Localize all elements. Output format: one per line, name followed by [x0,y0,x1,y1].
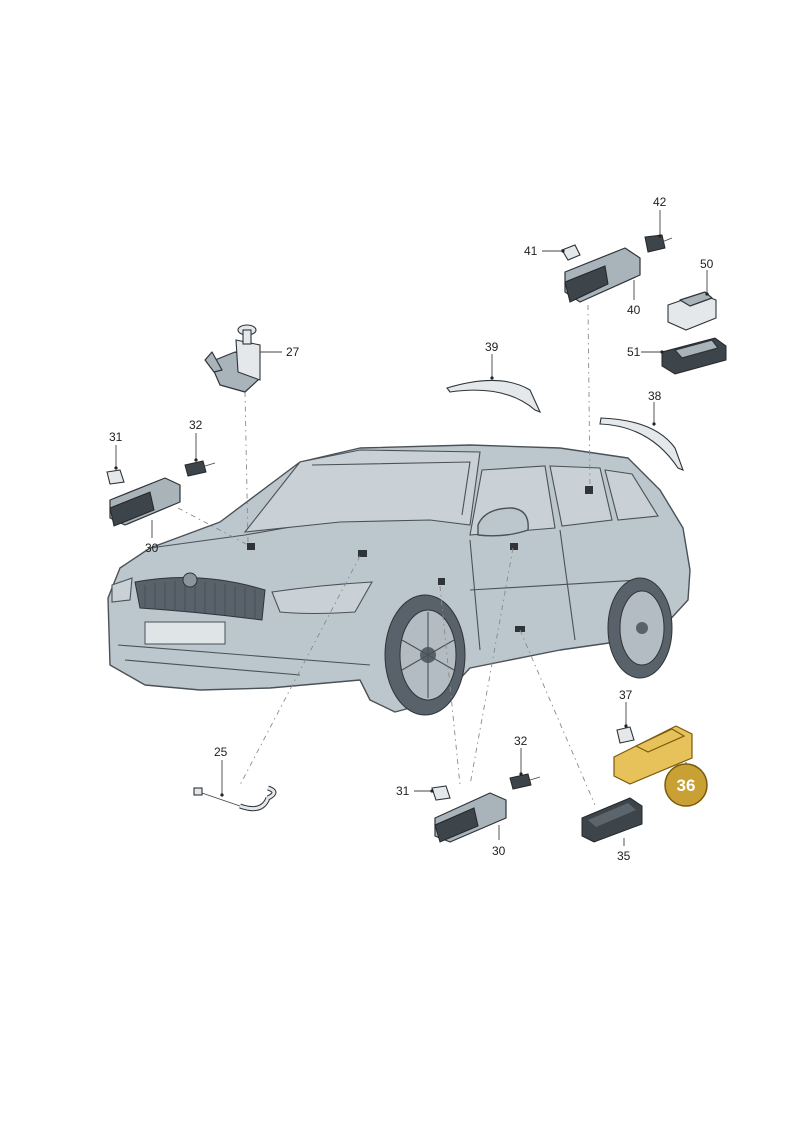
label-30-left: 30 [145,541,159,555]
label-36: 36 [677,776,696,795]
label-31-left: 31 [109,430,123,444]
dashed-leader-lines [177,304,596,806]
label-32-bottom: 32 [514,734,528,748]
part-51-frame: 51 [627,337,727,375]
label-51: 51 [627,345,641,359]
label-32-left: 32 [189,418,203,432]
part-27-bracket: 27 [204,324,300,393]
part-39-trim-strip: 39 [446,340,542,414]
label-37: 37 [619,688,633,702]
label-25: 25 [214,745,228,759]
label-31-bottom: 31 [396,784,410,798]
label-27: 27 [286,345,300,359]
part-30-lamp-bottom: 31 32 30 [396,734,541,858]
part-36-highlighted-lamp: 37 36 [613,688,708,807]
label-38: 38 [648,389,662,403]
part-35-lens: 35 [581,797,643,863]
label-42: 42 [653,195,667,209]
label-40: 40 [627,303,641,317]
part-25-cable: 25 [193,745,277,812]
label-35: 35 [617,849,631,863]
part-30-lamp-left: 31 32 30 [106,418,216,555]
part-50-switch: 50 [667,257,717,331]
car-illustration [107,444,691,716]
label-39: 39 [485,340,499,354]
label-30-bottom: 30 [492,844,506,858]
part-40-lamp-assembly: 42 41 40 [524,195,673,317]
label-41: 41 [524,244,538,258]
highlight-badge-36 [664,763,708,807]
label-50: 50 [700,257,714,271]
leader-dots [114,234,709,797]
part-38-trim-strip: 38 [599,389,684,471]
